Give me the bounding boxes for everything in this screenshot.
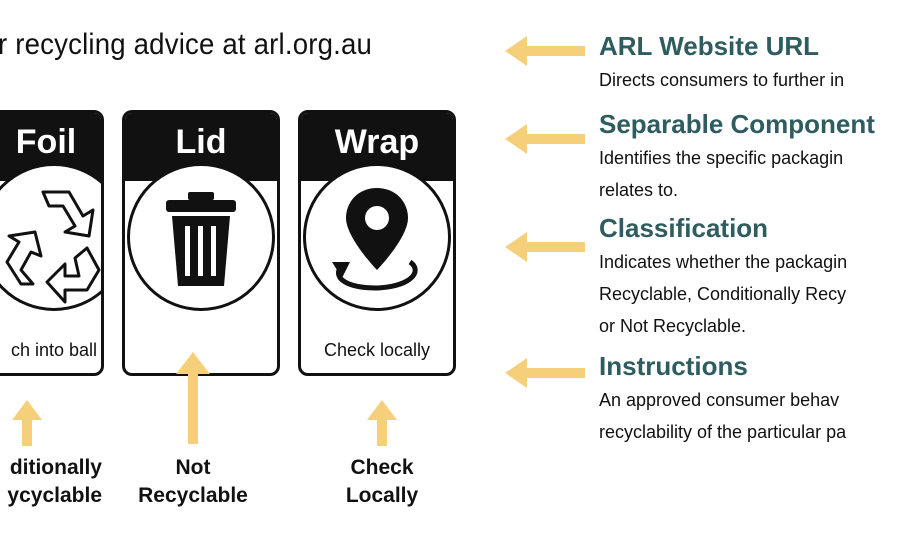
legend-desc-classification: Indicates whether the packagin Recyclabl… [599, 246, 847, 342]
card-instruction: ch into ball [10, 340, 97, 360]
card-instruction: Check locally [323, 340, 431, 360]
recycle-icon [5, 190, 101, 304]
legend-title-arl-url: ARL Website URL [599, 31, 820, 61]
legend-desc-line: or Not Recyclable. [599, 316, 747, 336]
up-arrow-icon [12, 400, 42, 446]
legend-desc-line: Recyclable, Conditionally Recy [599, 284, 847, 304]
legend-desc-instructions: An approved consumer behav recyclability… [599, 384, 846, 448]
legend-desc-line: Indicates whether the packagin [599, 252, 848, 272]
legend-desc-arl-url: Directs consumers to further in [599, 64, 844, 96]
trash-bin-icon-circle [127, 163, 275, 311]
left-arrow-icon [505, 358, 585, 388]
legend-desc-line: Identifies the specific packagin [599, 148, 844, 168]
arl-url-text: r recycling advice at arl.org.au [0, 28, 373, 61]
up-arrow-icon [176, 352, 210, 444]
location-pin-icon [332, 188, 418, 291]
recycle-icon-circle [0, 163, 101, 311]
legend-title-separable-component: Separable Component [599, 109, 875, 139]
label-card-wrap: Wrap Check locally [298, 110, 456, 376]
left-arrow-icon [505, 124, 585, 154]
left-arrow-icon [505, 36, 585, 66]
label-card-lid: Lid [122, 110, 280, 376]
left-arrow-icon [505, 232, 585, 262]
legend-desc-line: recyclability of the particular pa [599, 422, 847, 442]
legend-desc-line: relates to. [599, 180, 679, 200]
legend-title-instructions: Instructions [599, 351, 748, 381]
up-arrow-icon [367, 400, 397, 446]
legend-desc-line: An approved consumer behav [599, 390, 840, 410]
trash-bin-icon [166, 192, 236, 286]
label-card-foil: Foil ch into ball [0, 110, 104, 376]
legend-desc-separable-component: Identifies the specific packagin relates… [599, 142, 843, 206]
legend-desc-line: Directs consumers to further in [599, 70, 845, 90]
location-pin-icon-circle [303, 163, 451, 311]
legend-title-classification: Classification [599, 213, 769, 243]
